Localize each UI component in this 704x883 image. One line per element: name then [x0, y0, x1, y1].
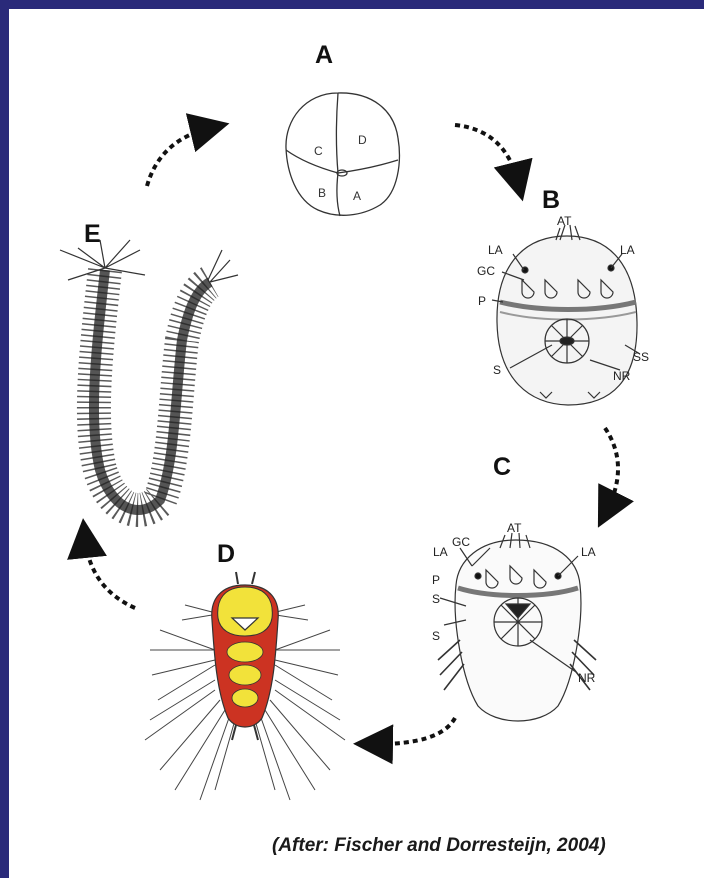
c-label-s-lower: S	[432, 629, 440, 643]
nectochaete-d-drawing	[145, 572, 345, 800]
cell-b-label: B	[318, 186, 326, 200]
arrow-c-to-d	[373, 718, 455, 744]
b-label-ss: SS	[633, 350, 649, 364]
b-label-la-left: LA	[488, 243, 503, 257]
c-label-s-upper: S	[432, 592, 440, 606]
c-label-at: AT	[507, 521, 522, 535]
arrow-b-to-c	[605, 428, 618, 510]
arrow-e-to-a	[147, 128, 210, 186]
cell-c-label: C	[314, 144, 323, 158]
stage-a-label: A	[315, 41, 333, 70]
stage-b-label: B	[542, 186, 560, 215]
b-label-s: S	[493, 363, 501, 377]
stage-e-label: E	[84, 220, 101, 249]
cell-a-label: A	[353, 189, 361, 203]
c-label-la-left: LA	[433, 545, 448, 559]
b-label-nr: NR	[613, 369, 631, 383]
citation-caption: (After: Fischer and Dorresteijn, 2004)	[272, 835, 606, 857]
metatrochophore-c-drawing	[438, 533, 596, 721]
b-label-at: AT	[557, 214, 572, 228]
c-label-nr: NR	[578, 671, 596, 685]
c-label-la-right: LA	[581, 545, 596, 559]
arrow-a-to-b	[455, 125, 518, 182]
stage-d-label: D	[217, 540, 235, 569]
b-label-la-right: LA	[620, 243, 635, 257]
stage-c-label: C	[493, 453, 511, 482]
adult-worm-e-drawing	[60, 240, 238, 510]
c-label-p: P	[432, 573, 440, 587]
b-label-p: P	[478, 294, 486, 308]
b-label-gc: GC	[477, 264, 495, 278]
cell-d-label: D	[358, 133, 367, 147]
c-label-gc: GC	[452, 535, 470, 549]
arrow-d-to-e	[85, 538, 135, 608]
embryo-a-drawing	[286, 93, 399, 216]
